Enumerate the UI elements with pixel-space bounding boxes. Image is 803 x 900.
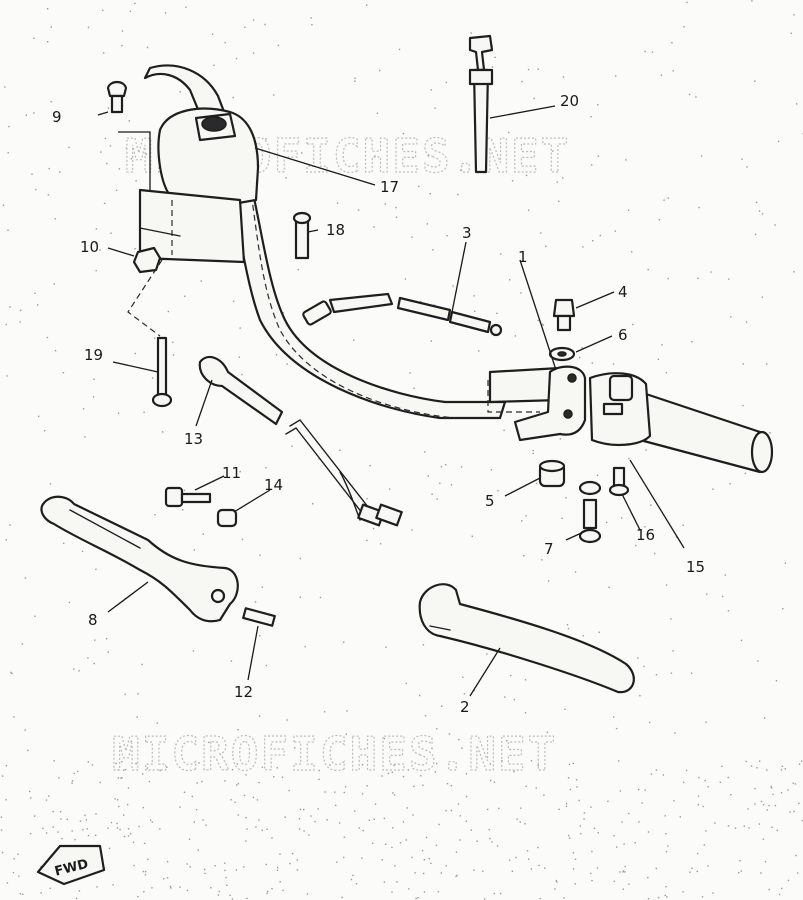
callout-19: 19 xyxy=(84,346,103,364)
callout-10: 10 xyxy=(80,238,99,256)
callout-6: 6 xyxy=(618,326,628,344)
left-handlebar-switch xyxy=(138,107,260,264)
callout-17: 17 xyxy=(380,178,399,196)
callout-2: 2 xyxy=(460,698,470,716)
washer-6 xyxy=(548,346,576,362)
callout-15: 15 xyxy=(686,558,705,576)
callout-7: 7 xyxy=(544,540,554,558)
callout-8: 8 xyxy=(88,611,98,629)
callout-13: 13 xyxy=(184,430,203,448)
callout-20: 20 xyxy=(560,92,579,110)
bolt-18 xyxy=(292,211,312,260)
callout-labels: 1 2 3 4 5 6 7 8 9 10 11 12 13 14 15 16 1… xyxy=(52,92,705,716)
bolt-4 xyxy=(552,298,576,332)
bolt-11 xyxy=(164,486,212,508)
collar-and-screw-7 xyxy=(578,480,602,544)
screw-12 xyxy=(242,607,276,627)
clutch-lever-8 xyxy=(40,495,239,623)
nut-5 xyxy=(538,459,566,488)
screw-9 xyxy=(106,80,128,114)
watermark-bottom: MICROFICHES.NET xyxy=(112,727,557,781)
callout-1: 1 xyxy=(518,248,528,266)
leader-lines xyxy=(97,105,685,697)
nut-14 xyxy=(216,508,238,528)
cable-tie xyxy=(468,34,494,174)
callout-16: 16 xyxy=(636,526,655,544)
right-lever-holder xyxy=(513,365,652,446)
bolt-19 xyxy=(151,336,173,408)
callout-12: 12 xyxy=(234,683,253,701)
callout-4: 4 xyxy=(618,283,628,301)
brake-lever-2 xyxy=(418,583,635,694)
callout-5: 5 xyxy=(485,492,495,510)
callout-9: 9 xyxy=(52,108,62,126)
callout-11: 11 xyxy=(222,464,241,482)
screw-16 xyxy=(608,466,630,497)
forward-direction-badge: FWD xyxy=(36,844,106,886)
switch-wire-harness xyxy=(198,355,403,527)
callout-18: 18 xyxy=(326,221,345,239)
callout-14: 14 xyxy=(264,476,283,494)
switch-cable xyxy=(302,292,503,337)
callout-3: 3 xyxy=(462,224,472,242)
